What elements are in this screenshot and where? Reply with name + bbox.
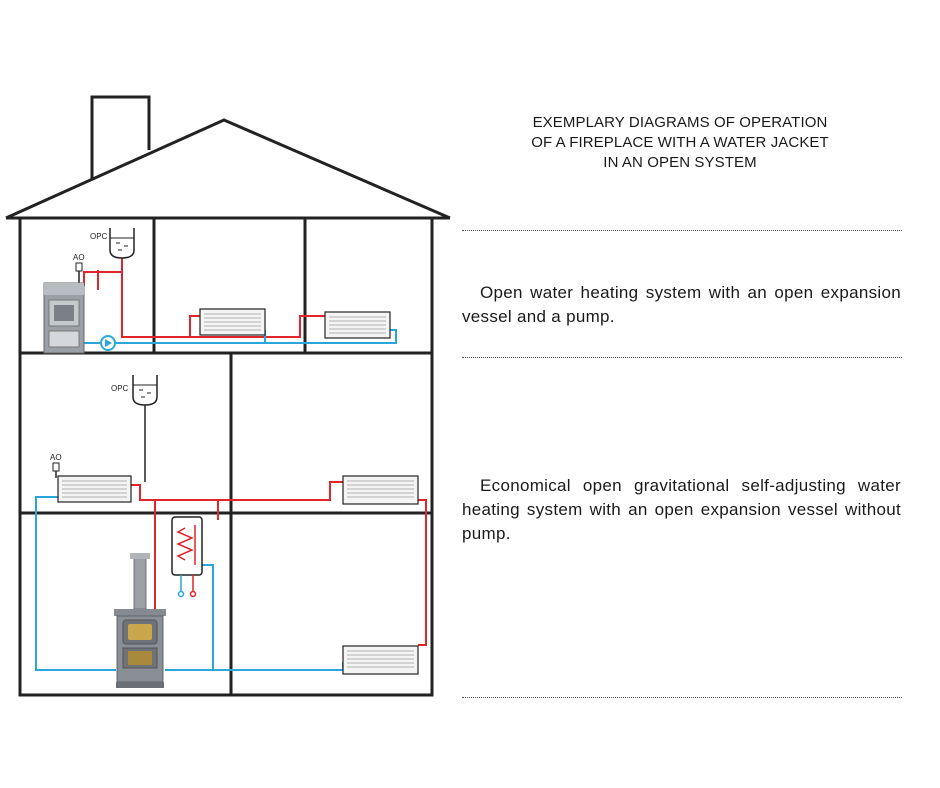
title-line-2: OF A FIREPLACE WITH A WATER JACKET	[531, 134, 829, 151]
house-walls	[18, 216, 434, 697]
hot-water-tank	[171, 516, 203, 598]
title-line-3: IN AN OPEN SYSTEM	[603, 154, 757, 171]
expansion-vessel-2: OPC	[111, 375, 158, 406]
description-gravitational-system: Economical open gravitational self-adjus…	[462, 474, 901, 546]
chimney	[90, 95, 151, 180]
ao-label-1: AO	[73, 253, 85, 262]
air-vent-1: AO	[73, 253, 85, 286]
radiator-5	[342, 645, 419, 675]
roof	[5, 118, 451, 220]
system-1-pipes	[83, 258, 397, 344]
opc-label-1: OPC	[90, 232, 108, 241]
dotted-separator	[462, 697, 902, 698]
boiler-unit	[43, 282, 85, 354]
description-pump-system: Open water heating system with an open e…	[462, 281, 901, 329]
air-vent-2: AO	[50, 453, 62, 478]
pump	[100, 335, 116, 351]
ao-label-2: AO	[50, 453, 62, 462]
diagram-title: EXEMPLARY DIAGRAMS OF OPERATION OF A FIR…	[490, 113, 870, 173]
dotted-separator	[462, 230, 902, 231]
description-text-2: Economical open gravitational self-adjus…	[462, 476, 901, 543]
opc-label-2: OPC	[111, 384, 129, 393]
description-text-1: Open water heating system with an open e…	[462, 283, 901, 326]
house-heating-diagram: OPC AO	[5, 95, 451, 697]
fireplace-stove	[114, 553, 166, 688]
dotted-separator	[462, 357, 902, 358]
radiator-1	[199, 308, 266, 336]
house-outline	[5, 95, 451, 697]
expansion-vessel-1: OPC	[90, 228, 135, 259]
radiator-3	[57, 475, 132, 503]
title-line-1: EXEMPLARY DIAGRAMS OF OPERATION	[532, 114, 828, 131]
radiator-2	[324, 311, 391, 339]
radiator-4	[342, 475, 419, 505]
